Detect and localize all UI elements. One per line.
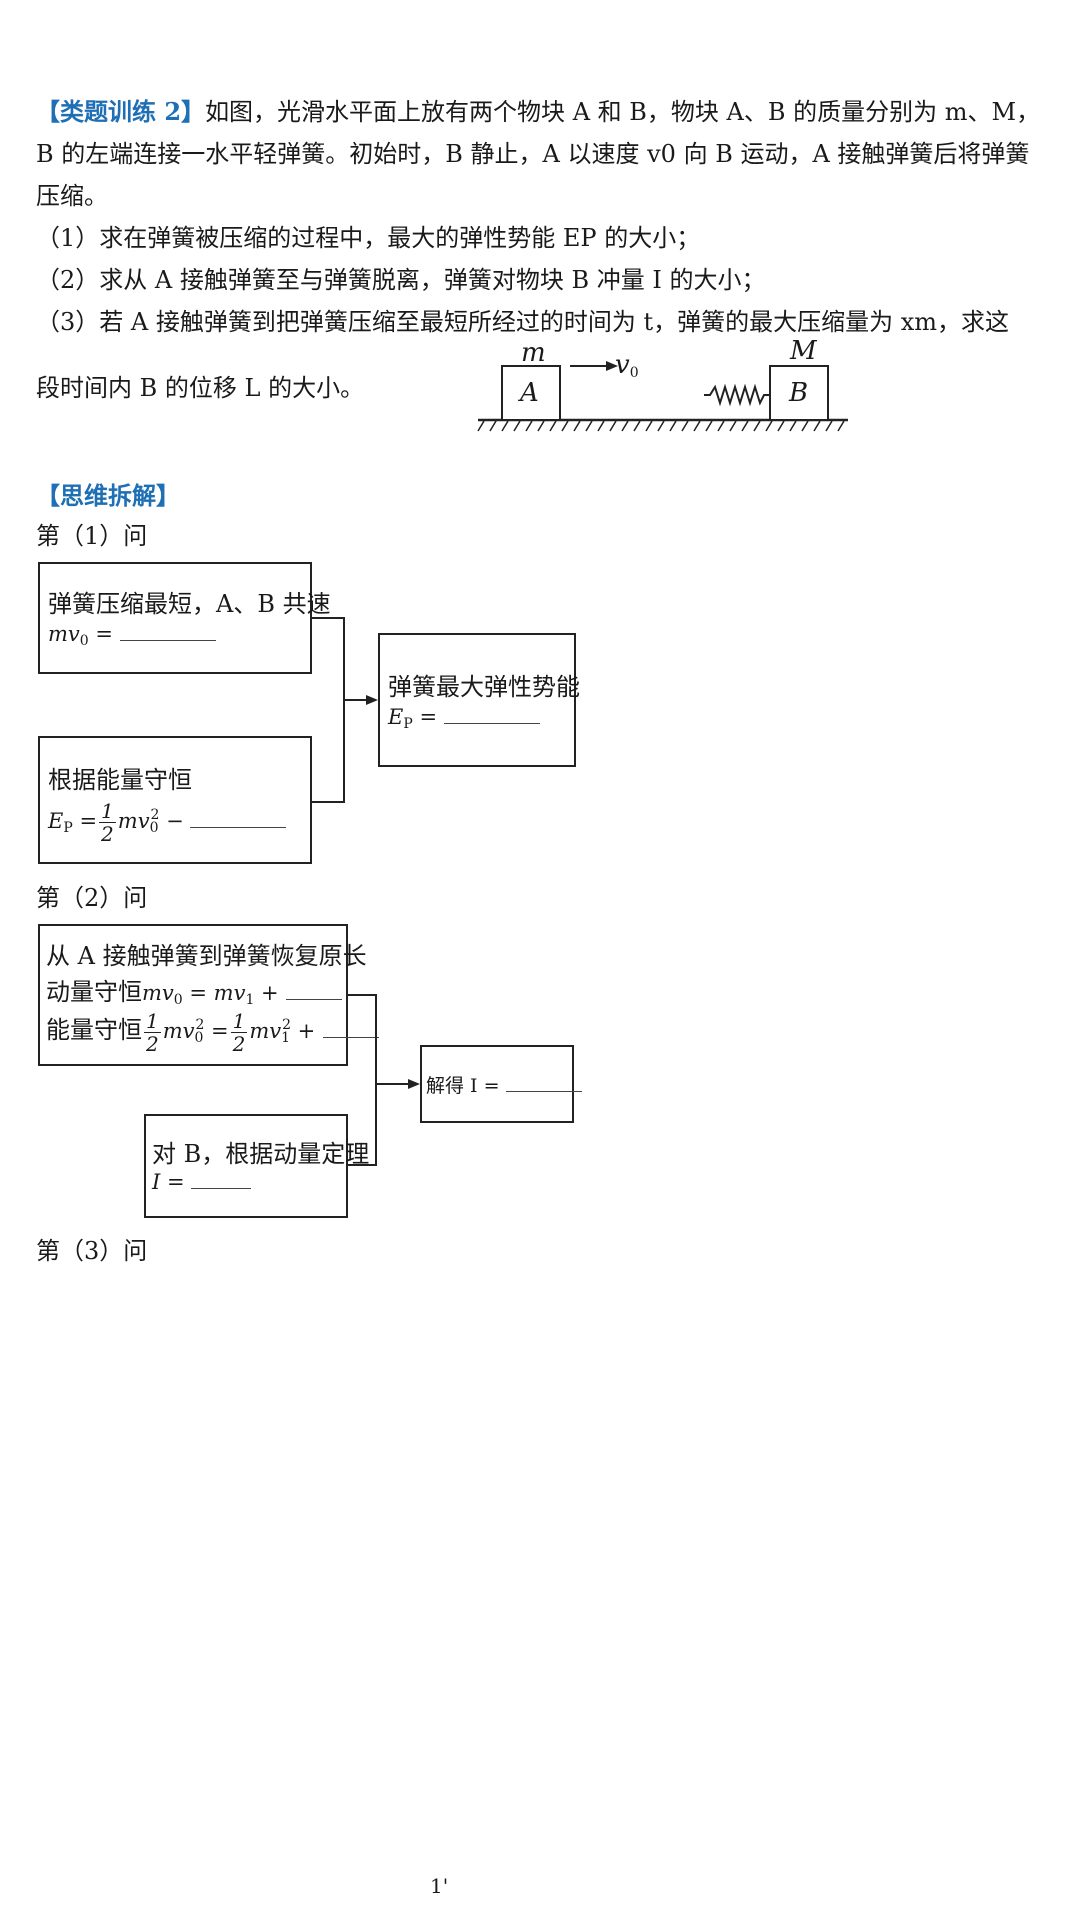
physics-figure [477, 361, 848, 432]
part2-result-eq-text: 解得 I = [426, 1075, 500, 1097]
question-1: （1）求在弹簧被压缩的过程中，最大的弹性势能 EP 的大小； [36, 224, 701, 252]
fraction-numerator: 1 [144, 1009, 161, 1033]
problem-line-3: 压缩。 [36, 182, 108, 210]
part1-box2-title: 根据能量守恒 [48, 766, 192, 794]
part2-box-impulse-theorem: 对 B，根据动量定理 I = [144, 1114, 369, 1218]
page-number: 1' [430, 1874, 449, 1898]
part-1-label: 第（1）问 [36, 522, 148, 550]
part1-box2-eq-mv-sub: 0 [149, 820, 159, 836]
part1-box1-eq-mv: mv [48, 622, 80, 646]
part1-box1-eq-equals: = [88, 622, 113, 646]
question-3-line-1: （3）若 A 接触弹簧到把弹簧压缩至最短所经过的时间为 t，弹簧的最大压缩量为 … [36, 308, 1010, 336]
fraction-denominator: 2 [101, 822, 114, 846]
spring-icon [704, 383, 770, 407]
part-2-label: 第（2）问 [36, 884, 148, 912]
answer-blank[interactable] [505, 1090, 582, 1092]
part-3-label: 第（3）问 [36, 1237, 148, 1265]
velocity-arrow-icon [606, 361, 618, 371]
part2-eq1-mv1: = mv [182, 981, 246, 1005]
part1-box2-eq-mv: mv [117, 809, 150, 833]
analysis-heading: 【思维拆解】 [36, 481, 180, 510]
part1-box1-eq-sub: 0 [79, 633, 89, 649]
answer-blank[interactable] [191, 1187, 252, 1189]
part1-box-max-potential-energy: 弹簧最大弹性势能 EP = [378, 633, 580, 767]
answer-blank[interactable] [190, 826, 287, 828]
fraction-numerator: 1 [230, 1009, 248, 1033]
part2-eq1-mv0: mv [142, 981, 174, 1005]
part1-result-eq-e: E [388, 705, 404, 729]
fraction-denominator: 2 [232, 1032, 246, 1056]
fraction-numerator: 1 [99, 799, 116, 823]
problem-tag: 【类题训练 2】 [36, 97, 206, 126]
part2-box2-title: 对 B，根据动量定理 [152, 1140, 370, 1168]
question-2: （2）求从 A 接触弹簧至与弹簧脱离，弹簧对物块 B 冲量 I 的大小； [36, 266, 766, 294]
part1-result-eq-e-sub: P [403, 716, 413, 732]
part2-result-equation: 解得 I = [426, 1071, 582, 1098]
part2-eq2-mv1: mv [249, 1019, 282, 1043]
problem-line-1: 【类题训练 2】如图，光滑水平面上放有两个物块 A 和 B，物块 A、B 的质量… [36, 96, 1040, 128]
part1-result-eq-equals: = [412, 705, 438, 729]
part2-eq2-sub1: 1 [281, 1030, 291, 1046]
part1-box1-title: 弹簧压缩最短，A、B 共速 [48, 590, 331, 618]
part2-eq2-mv0: mv [162, 1019, 195, 1043]
fraction-denominator: 2 [146, 1032, 159, 1056]
part2-eq1-plus: + [254, 981, 279, 1005]
part2-eq1-sub0: 0 [173, 992, 183, 1008]
part2-eq2-sub0: 0 [194, 1030, 204, 1046]
part1-box2-eq-e: E [48, 809, 64, 833]
part1-box2-eq-e-sub: P [63, 820, 73, 836]
block-b [769, 365, 829, 421]
label-mass-m: m [521, 338, 546, 368]
part1-box2-eq-mv-sup: 2 [150, 807, 160, 823]
part2-eq2-plus: + [291, 1019, 316, 1043]
label-block-b: B [789, 378, 809, 408]
part2-momentum-equation: mv0 = mv1 + [142, 981, 279, 1008]
part2-box1-momentum: 动量守恒mv0 = mv1 + [46, 972, 343, 1008]
label-velocity: v0 [615, 350, 639, 381]
answer-blank[interactable] [443, 722, 540, 724]
part1-result-equation: EP = [388, 705, 540, 732]
arrow-right-icon [408, 1079, 420, 1089]
arrow-right-icon [366, 695, 378, 705]
part2-box2-eq-text: I = [152, 1170, 185, 1194]
block-a [501, 365, 561, 421]
answer-blank[interactable] [286, 998, 343, 1000]
problem-line-1-text: 如图，光滑水平面上放有两个物块 A 和 B，物块 A、B 的质量分别为 m、M， [205, 98, 1041, 126]
part1-box1-equation: mv0 = [48, 622, 216, 649]
part2-eq2-sup1: 2 [282, 1017, 291, 1033]
part1-box2-eq-equals: = [72, 809, 98, 833]
part2-momentum-prefix: 动量守恒 [46, 978, 142, 1006]
part1-box2-eq-minus: − [159, 809, 184, 833]
label-velocity-sub: 0 [629, 365, 639, 381]
part2-box2-equation: I = [152, 1170, 252, 1194]
part2-box1-title: 从 A 接触弹簧到弹簧恢复原长 [46, 942, 367, 970]
part1-result-title: 弹簧最大弹性势能 [388, 673, 580, 701]
label-mass-M: M [790, 336, 817, 366]
answer-blank[interactable] [119, 639, 216, 641]
answer-blank[interactable] [322, 1036, 379, 1038]
label-block-a: A [520, 378, 539, 408]
part2-eq1-sub1: 1 [245, 992, 255, 1008]
part2-eq2-equals: = [204, 1019, 229, 1043]
part2-eq2-sup0: 2 [195, 1017, 205, 1033]
problem-line-2: B 的左端连接一水平轻弹簧。初始时，B 静止，A 以速度 v0 向 B 运动，A… [36, 140, 1030, 168]
question-3-line-2: 段时间内 B 的位移 L 的大小。 [36, 374, 365, 402]
part1-box-common-velocity: 弹簧压缩最短，A、B 共速 mv0 = [38, 562, 331, 674]
ground-hatching [477, 420, 845, 432]
part2-energy-prefix: 能量守恒 [46, 1016, 142, 1044]
part2-box-result: 解得 I = [420, 1045, 582, 1123]
label-velocity-v: v [615, 350, 630, 380]
